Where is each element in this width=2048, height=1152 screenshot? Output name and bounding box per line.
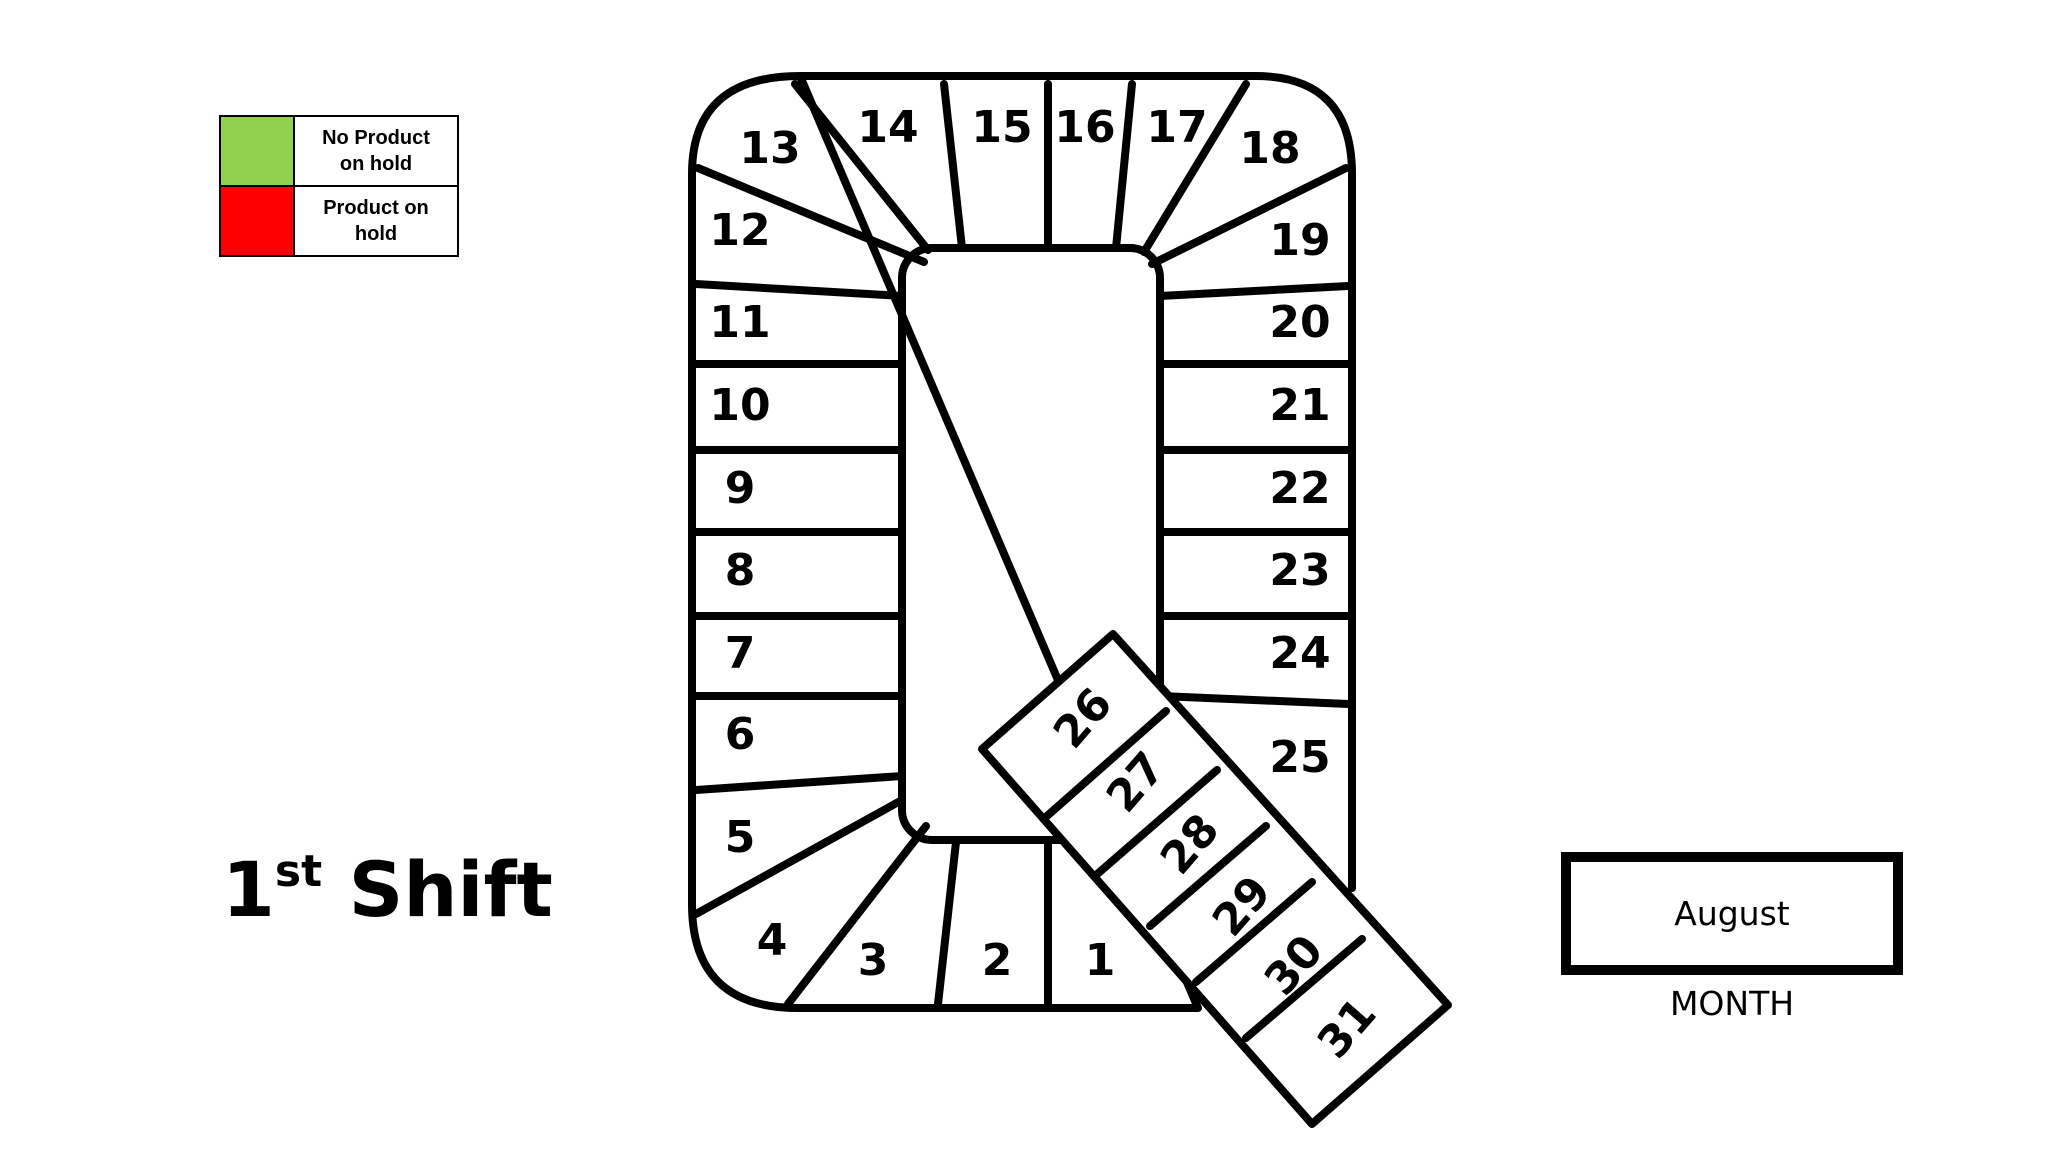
legend-item-no-hold: No Product on hold <box>221 117 457 185</box>
q-outer-border <box>688 72 1356 1012</box>
shift-number: 1 <box>222 845 275 934</box>
shift-word: Shift <box>348 845 553 934</box>
day-7[interactable]: 7 <box>725 628 756 679</box>
day-19[interactable]: 19 <box>1269 215 1330 266</box>
divider-left <box>692 164 1052 1008</box>
day-2[interactable]: 2 <box>982 935 1013 986</box>
day-9[interactable]: 9 <box>725 463 756 514</box>
day-5[interactable]: 5 <box>725 812 756 863</box>
day-20[interactable]: 20 <box>1269 297 1330 348</box>
day-24[interactable]: 24 <box>1269 628 1330 679</box>
day-6[interactable]: 6 <box>725 709 756 760</box>
day-22[interactable]: 22 <box>1269 463 1330 514</box>
q-tail-strip <box>978 630 1452 1128</box>
day-21[interactable]: 21 <box>1269 380 1330 431</box>
legend-item-hold: Product on hold <box>221 185 457 255</box>
day-25[interactable]: 25 <box>1269 732 1330 783</box>
legend-swatch-red <box>221 187 295 255</box>
day-16[interactable]: 16 <box>1054 102 1115 153</box>
day-3[interactable]: 3 <box>858 935 889 986</box>
day-13[interactable]: 13 <box>739 123 800 174</box>
day-11[interactable]: 11 <box>709 297 770 348</box>
legend-swatch-green <box>221 117 295 185</box>
q-inner-border <box>898 244 1164 844</box>
day-18[interactable]: 18 <box>1239 123 1300 174</box>
day-8[interactable]: 8 <box>725 545 756 596</box>
legend: No Product on hold Product on hold <box>219 115 459 257</box>
month-label: MONTH <box>1669 984 1795 1023</box>
day-1[interactable]: 1 <box>1085 935 1116 986</box>
day-10[interactable]: 10 <box>709 380 770 431</box>
day-4[interactable]: 4 <box>757 915 788 966</box>
month-field[interactable]: August <box>1561 852 1903 975</box>
divider-tail <box>1043 707 1366 1042</box>
divider-right <box>1148 164 1352 708</box>
day-12[interactable]: 12 <box>709 205 770 256</box>
month-value: August <box>1674 894 1790 933</box>
day-23[interactable]: 23 <box>1269 545 1330 596</box>
divider-top <box>791 80 1250 256</box>
legend-label-hold: Product on hold <box>323 197 429 245</box>
day-17[interactable]: 17 <box>1146 102 1207 153</box>
shift-ordinal-suffix: st <box>274 846 323 897</box>
day-15[interactable]: 15 <box>971 102 1032 153</box>
legend-label-no-hold: No Product on hold <box>322 127 430 175</box>
day-14[interactable]: 14 <box>857 102 918 153</box>
shift-title: 1st Shift <box>222 850 553 928</box>
